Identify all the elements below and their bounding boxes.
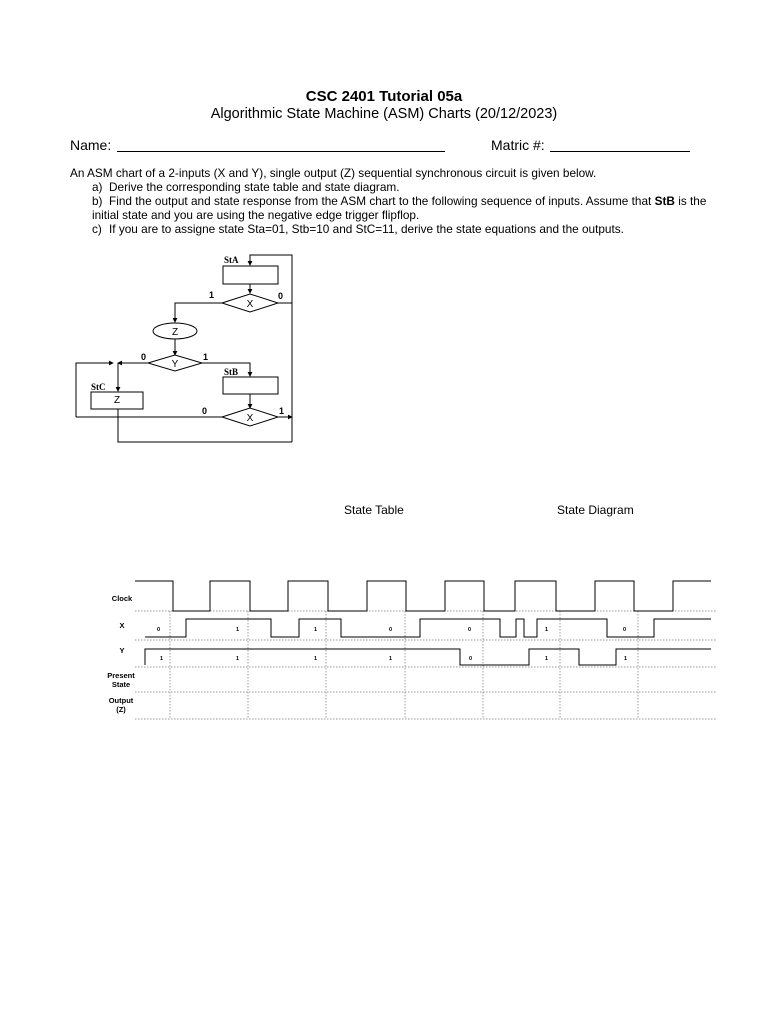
question-a: a) Derive the corresponding state table a… <box>92 180 712 194</box>
state-name-sta: StA <box>224 255 239 265</box>
decision-label: X <box>247 299 254 310</box>
state-name-stb: StB <box>224 367 238 377</box>
y-value: 1 <box>314 656 317 662</box>
matric-blank <box>549 151 690 152</box>
row-label-clock: Clock <box>112 594 133 603</box>
output-label: Z <box>172 327 178 338</box>
state-table-heading: State Table <box>344 503 404 517</box>
row-label-line: Output <box>109 696 134 705</box>
question-text: Find the output and state response from … <box>109 194 655 208</box>
x-waveform <box>145 618 711 638</box>
state-box-stb <box>222 376 279 395</box>
matric-label: Matric #: <box>491 137 545 153</box>
y-value: 0 <box>469 656 472 662</box>
y-value: 1 <box>624 656 627 662</box>
state-diagram-heading: State Diagram <box>557 503 634 517</box>
branch-label: 1 <box>279 406 284 416</box>
row-label-x: X <box>119 621 124 630</box>
branch-line <box>202 362 253 377</box>
x-value: 1 <box>314 627 317 633</box>
y-value: 1 <box>545 656 548 662</box>
question-label: c) <box>92 222 102 236</box>
question-text: Derive the corresponding state table and… <box>109 180 400 194</box>
x-value: 1 <box>236 627 239 633</box>
page-title: CSC 2401 Tutorial 05a <box>305 88 463 105</box>
row-label-line: Present <box>107 671 135 680</box>
question-text-end: is the initial state and you are using t… <box>92 194 707 222</box>
branch-label: 1 <box>203 352 208 362</box>
clock-waveform <box>135 580 711 612</box>
x-value: 0 <box>157 627 160 633</box>
question-label: b) <box>92 194 103 208</box>
question-c: c) If you are to assigne state Sta=01, St… <box>92 222 712 236</box>
row-label-line: (Z) <box>116 705 126 714</box>
name-field: Name: <box>70 137 446 153</box>
y-value: 1 <box>236 656 239 662</box>
decision-label: Y <box>172 359 179 370</box>
state-box-sta <box>222 265 279 285</box>
branch-label: 0 <box>141 352 146 362</box>
name-label: Name: <box>70 137 112 153</box>
asm-chart: StA X 1 0 Z Y 0 1 StB StC Z X 0 1 <box>75 254 293 443</box>
x-value: 0 <box>389 627 392 633</box>
branch-line <box>172 302 222 323</box>
y-value: 1 <box>160 656 163 662</box>
timing-diagram: 0 1 1 0 0 1 0 1 1 1 1 0 1 1 Clock X Y Pr… <box>107 580 717 720</box>
state-name-stc: StC <box>91 382 106 392</box>
state-box-stc <box>90 391 144 410</box>
name-blank <box>117 151 446 152</box>
y-waveform <box>144 648 711 666</box>
row-label-output: Output(Z) <box>109 696 134 714</box>
initial-state-name: StB <box>654 194 675 208</box>
question-text: If you are to assigne state Sta=01, Stb=… <box>109 222 624 236</box>
flow-line <box>117 409 292 443</box>
loop-line-right <box>247 254 293 442</box>
row-label-y: Y <box>119 646 124 655</box>
branch-label: 0 <box>278 291 283 301</box>
loop-line-left <box>75 360 114 417</box>
x-value: 0 <box>623 627 626 633</box>
question-b: b) Find the output and state response fro… <box>92 194 712 222</box>
x-value: 0 <box>468 627 471 633</box>
y-value: 1 <box>389 656 392 662</box>
output-label: Z <box>114 395 120 406</box>
question-label: a) <box>92 180 103 194</box>
matric-field: Matric #: <box>491 137 690 153</box>
decision-label: X <box>247 413 254 424</box>
branch-label: 1 <box>209 290 214 300</box>
row-label-line: State <box>112 680 130 689</box>
x-value: 1 <box>545 627 548 633</box>
branch-label: 0 <box>202 406 207 416</box>
intro-text: An ASM chart of a 2-inputs (X and Y), si… <box>70 166 597 180</box>
page-subtitle: Algorithmic State Machine (ASM) Charts (… <box>210 106 558 122</box>
